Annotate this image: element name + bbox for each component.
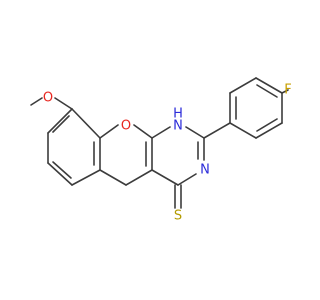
bond-c7-c8-inner [52,161,72,179]
fluorine-label: F [284,83,291,98]
bond-methyl-o [30,97,43,106]
bond-c4-c4a [151,169,179,186]
bond-c6-c7 [71,169,101,186]
bond-c9a-c10 [71,108,101,139]
molecule-diagram: O O H N N F S [30,77,292,224]
nh-nitrogen-label: N [173,119,183,134]
bond-c7-c8 [47,162,73,186]
bond-ph4-f [281,89,289,94]
bond-n3-c4 [177,173,197,186]
bond-n1-c2 [185,126,205,139]
bond-c10a-n1 [151,126,171,139]
ring-oxygen-label: O [121,119,131,134]
bond-c9-c10-inner [52,115,70,133]
bond-ph5-ph6 [255,122,283,139]
methoxy-oxygen-label: O [43,91,53,106]
bond-ph3-ph4 [255,77,283,94]
bond-c9a-o [99,124,119,139]
atom-labels: O O H N N F S [43,83,292,224]
bond-c4a-c5 [125,169,153,186]
bond-ph5-ph6-inner [256,118,278,132]
pyrimidine-nitrogen-label: N [200,163,210,178]
bond-ph6-ph1 [229,122,257,139]
bond-o-c10a [133,124,153,139]
sulfur-label: S [174,209,182,224]
bond-c9-c10 [47,108,73,134]
bond-ph3-ph4-inner [256,84,278,98]
bond-c5-c5a [99,169,127,186]
bonds [30,77,289,209]
bond-c2-phenyl [203,122,231,139]
bond-ph2-ph3 [229,77,257,94]
nh-hydrogen-label: H [173,107,183,122]
bond-o-aryl [54,97,73,110]
